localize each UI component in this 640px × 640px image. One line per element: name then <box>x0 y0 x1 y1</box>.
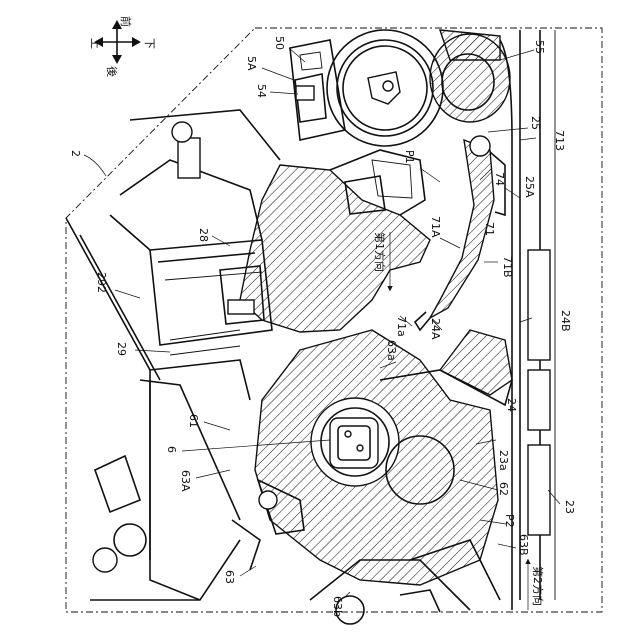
label-29: 29 <box>115 342 128 356</box>
label-P1: P1 <box>403 150 416 164</box>
label-2: 2 <box>69 150 82 157</box>
label-5A: 5A <box>245 56 258 71</box>
label-54: 54 <box>255 84 268 98</box>
label-P2: P2 <box>503 514 516 528</box>
label-24B: 24B <box>559 310 572 332</box>
label-6: 6 <box>165 446 178 453</box>
label-63B: 63B <box>517 534 530 556</box>
compass-down-label: 下 <box>143 38 156 49</box>
label-63b: 63b <box>331 596 344 617</box>
label-24: 24 <box>505 398 518 412</box>
label-71A: 71A <box>429 216 442 238</box>
label-50: 50 <box>273 36 286 50</box>
label-28: 28 <box>197 228 210 242</box>
label-63: 63 <box>223 570 236 584</box>
compass-rear-label: 後 <box>105 66 119 77</box>
label-63a: 63a <box>385 340 398 361</box>
label-first-direction: 第1方向 <box>373 232 387 272</box>
label-25A: 25A <box>523 176 536 198</box>
compass-front-label: 前 <box>119 16 133 27</box>
label-second-direction: 第2方向 <box>531 566 545 606</box>
label-23a: 23a <box>497 450 510 471</box>
label-23: 23 <box>563 500 576 514</box>
label-61: 61 <box>187 414 200 428</box>
label-24A: 24A <box>429 318 442 340</box>
label-63A: 63A <box>179 470 192 492</box>
label-713: 713 <box>553 130 566 151</box>
compass-up-label: 上 <box>89 38 102 49</box>
label-55: 55 <box>533 40 546 54</box>
label-71B: 71B <box>501 256 514 278</box>
label-62: 62 <box>497 482 510 496</box>
label-71a: 71a <box>395 316 408 337</box>
label-71: 71 <box>483 222 496 236</box>
label-292: 292 <box>95 272 108 293</box>
label-74: 74 <box>493 172 506 186</box>
label-25: 25 <box>529 116 542 130</box>
